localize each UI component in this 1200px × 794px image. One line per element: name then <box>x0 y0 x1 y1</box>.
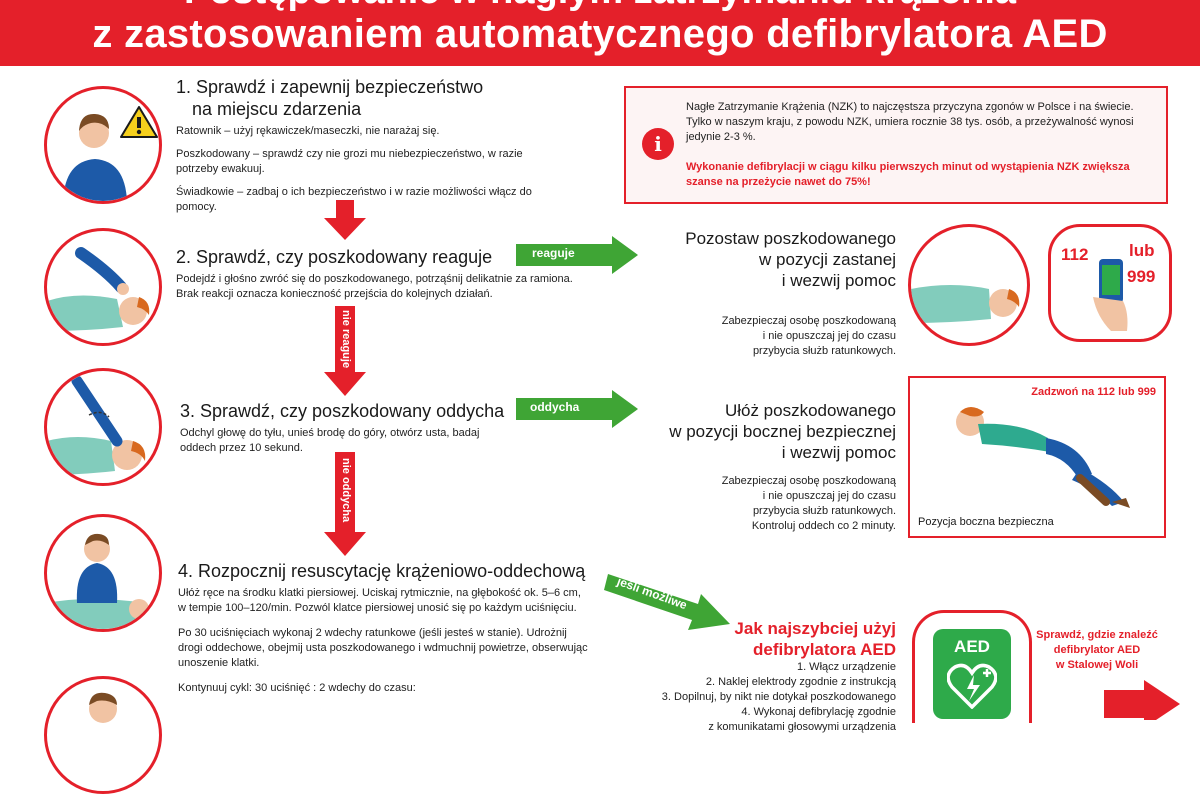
phone-icon <box>1093 259 1128 331</box>
recovery-caption: Pozycja boczna bezpieczna <box>918 516 1054 528</box>
arrow-diag-jesli-mozliwe <box>604 574 730 630</box>
info-highlight: Wykonanie defibrylacji w ciągu kilku pie… <box>686 161 1130 188</box>
phone-number-999: 999 <box>1127 267 1156 286</box>
lying-person-icon <box>47 247 150 331</box>
step1-text: Ratownik – użyj rękawiczek/maseczki, nie… <box>176 125 532 213</box>
rescue-breath-icon <box>89 692 117 723</box>
recovery-wait-illustration <box>908 224 1030 346</box>
aed-step: 2. Naklej elektrody zgodnie z instrukcją <box>705 676 896 688</box>
right3-sub: Zabezpieczaj osobę poszkodowaną i nie op… <box>721 475 896 532</box>
aed-step: 4. Wykonaj defibrylację zgodnie <box>741 706 896 718</box>
phone-call-box: 112 lub 999 <box>1048 224 1172 342</box>
arrow-down-nie-reaguje <box>324 306 366 396</box>
arrow-right-oddycha <box>516 390 638 428</box>
step4b-illustration <box>44 676 162 794</box>
info-text: Nagłe Zatrzymanie Krążenia (NZK) to najc… <box>686 101 1134 143</box>
step1-title: 1. Sprawdź i zapewnij bezpieczeństwo na … <box>176 77 484 119</box>
right3-heading: Ułóż poszkodowanego w pozycji bocznej be… <box>669 401 896 462</box>
arrow-down-1 <box>324 200 366 240</box>
cpr-icon <box>47 533 149 629</box>
arrow-right-reaguje <box>516 236 638 274</box>
header-title: z zastosowaniem automatycznego defibryla… <box>92 12 1108 56</box>
step3-illustration <box>44 368 162 486</box>
heart-bolt-icon <box>947 663 997 709</box>
aed-step: 1. Włącz urządzenie <box>796 661 896 673</box>
person-warning-icon <box>63 106 158 201</box>
recovery-call-text: Zadzwoń na 112 lub 999 <box>1031 386 1156 398</box>
phone-number-112: 112 <box>1061 245 1089 264</box>
recovery-position-icon <box>956 407 1130 508</box>
step4-illustration <box>44 514 162 632</box>
step2-title: 2. Sprawdź, czy poszkodowany reaguje <box>176 247 493 267</box>
arrow-label-nie-reaguje: nie reaguje <box>340 310 352 369</box>
right2-heading: Pozostaw poszkodowanego w pozycji zastan… <box>685 229 896 290</box>
aed-steps-list: 1. Włącz urządzenie 2. Naklej elektrody … <box>580 660 896 735</box>
aed-badge-box: AED <box>912 610 1032 723</box>
arrow-label-reaguje: reaguje <box>532 246 575 260</box>
right2-sub: Zabezpieczaj osobę poszkodowaną i nie op… <box>721 315 896 357</box>
arrow-label-nie-oddycha: nie oddycha <box>340 458 352 523</box>
step2-illustration <box>44 228 162 346</box>
step4-title: 4. Rozpocznij resuscytację krążeniowo-od… <box>178 561 586 581</box>
head-tilt-icon <box>47 375 146 475</box>
arrow-label-oddycha: oddycha <box>530 400 580 414</box>
info-box: i Nagłe Zatrzymanie Krążenia (NZK) to na… <box>624 86 1168 204</box>
step1-illustration <box>44 86 162 204</box>
step4-text: Ułóż ręce na środku klatki piersiowej. U… <box>178 587 588 694</box>
step2-text: Podejdź i głośno zwróć się do poszkodowa… <box>176 273 573 300</box>
lying-person-icon <box>911 285 1020 323</box>
aed-badge: AED <box>933 629 1011 719</box>
aed-step: z komunikatami głosowymi urządzenia <box>708 721 896 733</box>
aed-heading: Jak najszybciej użyj defibrylatora AED <box>734 619 896 659</box>
phone-or-label: lub <box>1129 241 1155 260</box>
step3-title: 3. Sprawdź, czy poszkodowany oddycha <box>180 401 505 421</box>
aed-step: 3. Dopilnuj, by nikt nie dotykał poszkod… <box>661 691 896 703</box>
aed-badge-label: AED <box>954 637 990 656</box>
header-banner: Postępowanie w nagłym zatrzymaniu krążen… <box>0 0 1200 66</box>
arrow-down-nie-oddycha <box>324 452 366 556</box>
info-icon: i <box>642 128 674 160</box>
step3-text: Odchyl głowę do tyłu, unieś brodę do gór… <box>180 427 480 454</box>
recovery-position-box: Zadzwoń na 112 lub 999 Pozycja boczna be… <box>908 376 1166 538</box>
aed-where-text: Sprawdź, gdzie znaleźć defibrylator AED … <box>1036 629 1158 671</box>
header-title-partial: Postępowanie w nagłym zatrzymaniu krążen… <box>0 0 1200 13</box>
arrow-right-aed-map[interactable] <box>1104 680 1180 720</box>
